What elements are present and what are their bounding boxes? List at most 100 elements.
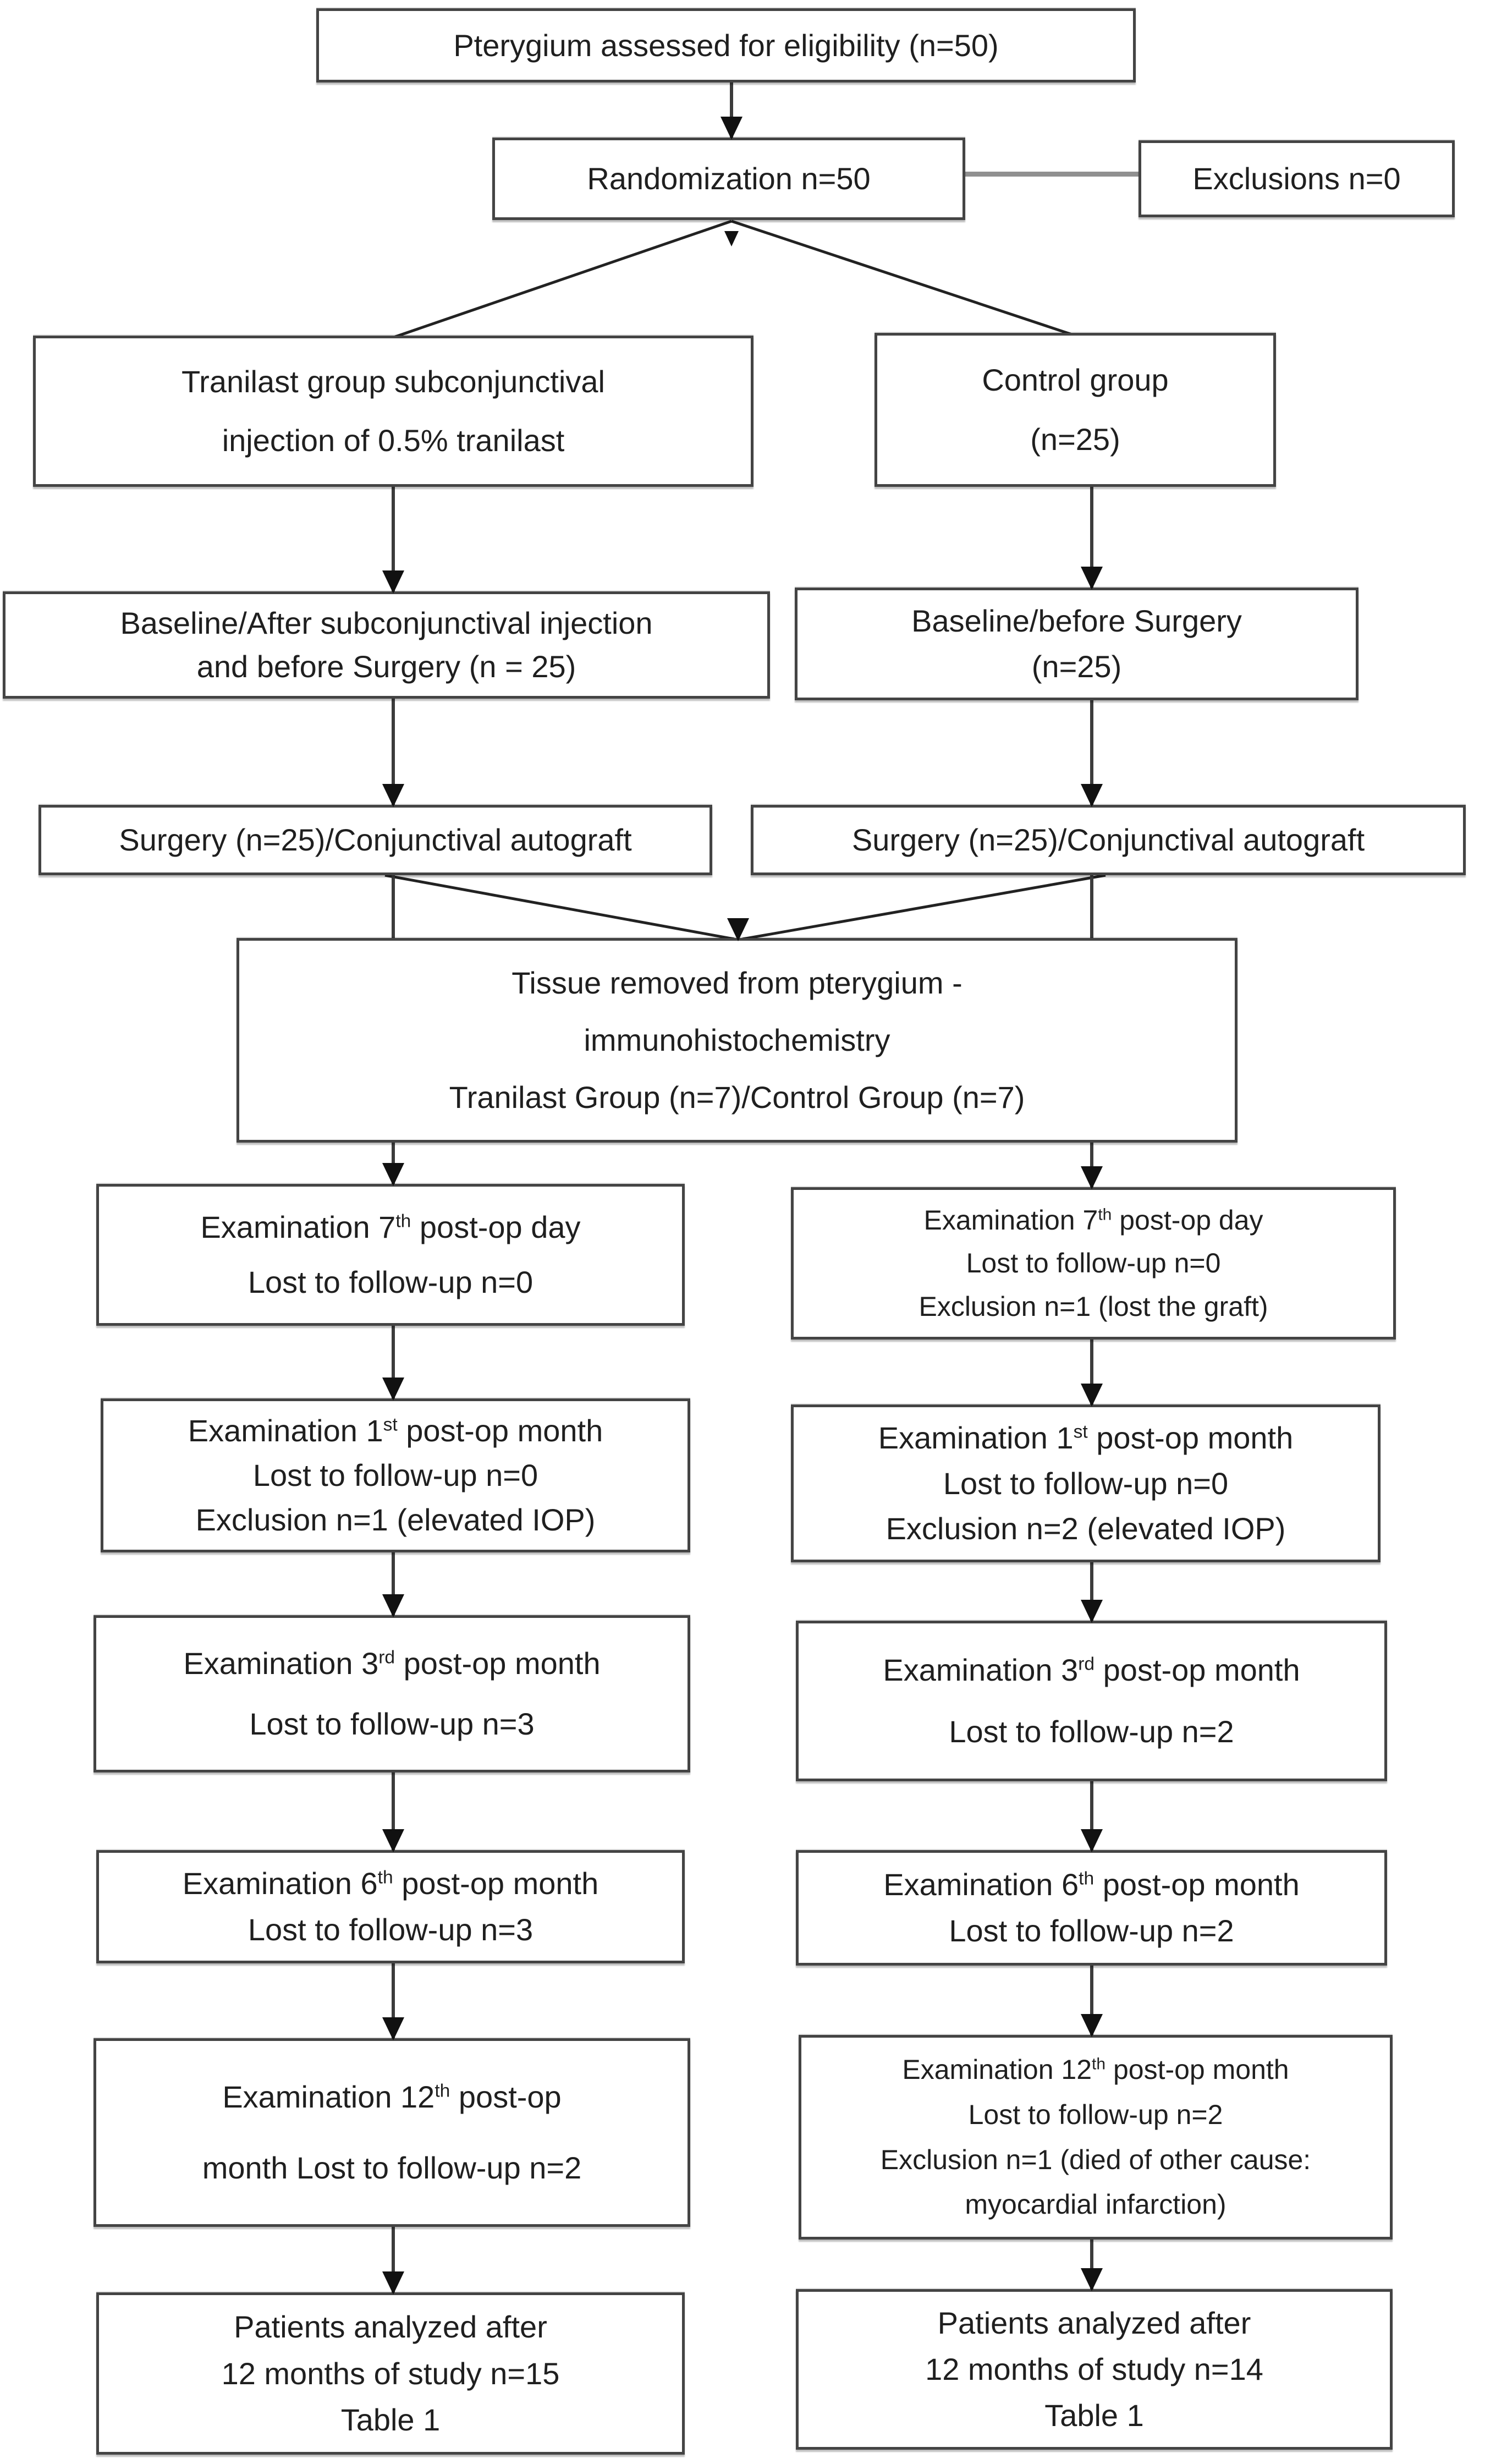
arrow-down-icon xyxy=(724,231,739,246)
diagonal-line-surgery-right-to-tissue xyxy=(742,874,1106,941)
box-text: Examination 6th post-op month xyxy=(183,1864,598,1903)
box-text: Randomization n=50 xyxy=(587,161,871,196)
connector-line xyxy=(392,1963,395,2039)
box-text: Examination 12th post-op xyxy=(222,2078,561,2116)
box-text: Exclusion n=1 (elevated IOP) xyxy=(195,1502,596,1537)
connector-line xyxy=(392,1552,395,1616)
box-text: Baseline/before Surgery xyxy=(911,603,1242,638)
box-text: Examination 3rd post-op month xyxy=(183,1644,600,1683)
box-randomization: Randomization n=50 xyxy=(492,138,965,220)
connector-line-randomization-exclusions xyxy=(964,172,1140,177)
box-text: 12 months of study n=14 xyxy=(925,2352,1263,2386)
arrow-down-icon xyxy=(382,1594,404,1617)
box-text: Lost to follow-up n=0 xyxy=(943,1466,1229,1501)
box-tissue-immunohistochemistry: Tissue removed from pterygium - immunohi… xyxy=(237,938,1238,1143)
box-baseline-right: Baseline/before Surgery (n=25) xyxy=(795,588,1358,700)
box-text: Baseline/After subconjunctival injection xyxy=(120,605,653,640)
box-text: Tissue removed from pterygium - xyxy=(512,965,963,1000)
box-text: Lost to follow-up n=3 xyxy=(248,1912,534,1947)
box-text: injection of 0.5% tranilast xyxy=(222,422,565,458)
box-surgery-right: Surgery (n=25)/Conjunctival autograft xyxy=(751,805,1466,875)
ordinal-suffix: th xyxy=(1098,1205,1112,1224)
box-text: Patients analyzed after xyxy=(937,2306,1251,2340)
box-text: (n=25) xyxy=(1031,649,1122,684)
box-text: Surgery (n=25)/Conjunctival autograft xyxy=(851,822,1365,857)
arrow-down-icon xyxy=(382,784,404,807)
box-tranilast-group: Tranilast group subconjunctival injectio… xyxy=(33,336,754,487)
box-exam-1month-left: Examination 1st post-op month Lost to fo… xyxy=(101,1398,690,1552)
box-text-segment: post-op month xyxy=(1094,1653,1300,1687)
ordinal-suffix: th xyxy=(435,2081,450,2101)
ordinal-suffix: th xyxy=(395,1211,411,1231)
box-text: Examination 12th post-op month xyxy=(902,2053,1289,2087)
connector-line xyxy=(392,1326,395,1400)
box-text-segment: post-op month xyxy=(1106,2054,1289,2086)
diagonal-line-surgery-left-to-tissue xyxy=(384,874,735,941)
box-text: Control group xyxy=(982,363,1169,397)
arrow-down-icon xyxy=(1081,784,1103,807)
box-text-segment: Examination 6 xyxy=(182,1866,378,1901)
box-eligibility: Pterygium assessed for eligibility (n=50… xyxy=(316,8,1136,83)
box-exam-7day-right: Examination 7th post-op day Lost to foll… xyxy=(791,1187,1396,1340)
box-patients-analyzed-right: Patients analyzed after 12 months of stu… xyxy=(796,2289,1393,2450)
connector-line xyxy=(1090,700,1093,806)
arrow-down-icon xyxy=(1081,1829,1103,1852)
arrow-down-icon xyxy=(382,2017,404,2040)
box-text: Lost to follow-up n=2 xyxy=(968,2099,1223,2130)
box-text: Exclusions n=0 xyxy=(1192,161,1401,196)
box-text: Lost to follow-up n=0 xyxy=(966,1248,1221,1279)
box-text-segment: Examination 12 xyxy=(222,2079,435,2114)
box-text: myocardial infarction) xyxy=(965,2189,1226,2220)
box-text: Patients analyzed after xyxy=(234,2309,547,2344)
box-text: immunohistochemistry xyxy=(584,1023,890,1057)
box-text-segment: Examination 7 xyxy=(200,1209,396,1244)
box-text: Examination 6th post-op month xyxy=(883,1865,1299,1904)
box-baseline-left: Baseline/After subconjunctival injection… xyxy=(3,591,770,699)
box-exam-3month-right: Examination 3rd post-op month Lost to fo… xyxy=(796,1621,1387,1781)
box-text: Lost to follow-up n=0 xyxy=(248,1265,534,1300)
arrow-down-icon xyxy=(1081,1384,1103,1407)
arrow-down-icon xyxy=(727,918,749,941)
connector-line xyxy=(392,487,395,592)
arrow-down-icon xyxy=(1081,1600,1103,1623)
box-text: and before Surgery (n = 25) xyxy=(196,649,576,684)
box-text: Pterygium assessed for eligibility (n=50… xyxy=(453,28,999,63)
box-text-segment: Examination 3 xyxy=(183,1646,379,1681)
box-text: Lost to follow-up n=0 xyxy=(252,1458,538,1492)
box-text: Surgery (n=25)/Conjunctival autograft xyxy=(119,822,632,857)
arrow-down-icon xyxy=(1081,2014,1103,2037)
box-text: Examination 1st post-op month xyxy=(878,1419,1294,1457)
arrow-down-icon xyxy=(1081,2268,1103,2291)
box-text-segment: post-op xyxy=(450,2079,562,2114)
box-text-segment: post-op month xyxy=(397,1413,603,1448)
box-text: 12 months of study n=15 xyxy=(221,2356,560,2391)
ordinal-suffix: st xyxy=(383,1414,398,1435)
connector-line xyxy=(1090,1781,1093,1851)
connector-line xyxy=(1090,1562,1093,1622)
box-text-segment: post-op day xyxy=(411,1209,581,1244)
ordinal-suffix: st xyxy=(1073,1422,1088,1442)
box-text-segment: post-op month xyxy=(1094,1867,1300,1902)
connector-line xyxy=(392,699,395,806)
box-surgery-left: Surgery (n=25)/Conjunctival autograft xyxy=(38,805,712,875)
box-text-segment: post-op day xyxy=(1112,1204,1263,1236)
box-text: Exclusion n=1 (lost the graft) xyxy=(919,1291,1268,1322)
connector-line xyxy=(1090,487,1093,589)
arrow-down-icon xyxy=(382,2271,404,2295)
box-text: Lost to follow-up n=2 xyxy=(949,1913,1234,1949)
arrow-down-icon xyxy=(1081,567,1103,590)
box-exam-3month-left: Examination 3rd post-op month Lost to fo… xyxy=(94,1615,690,1772)
connector-line xyxy=(1090,1340,1093,1406)
connector-line xyxy=(1090,2240,1093,2290)
arrow-down-icon xyxy=(1081,1166,1103,1189)
box-exam-6month-right: Examination 6th post-op month Lost to fo… xyxy=(796,1850,1387,1966)
box-patients-analyzed-left: Patients analyzed after 12 months of stu… xyxy=(96,2292,685,2455)
arrow-down-icon xyxy=(382,1829,404,1852)
box-exam-1month-right: Examination 1st post-op month Lost to fo… xyxy=(791,1404,1380,1562)
box-text-segment: post-op month xyxy=(393,1866,599,1901)
box-text-segment: Examination 12 xyxy=(902,2054,1092,2086)
box-text-segment: Examination 6 xyxy=(883,1867,1079,1902)
connector-line xyxy=(730,83,733,139)
